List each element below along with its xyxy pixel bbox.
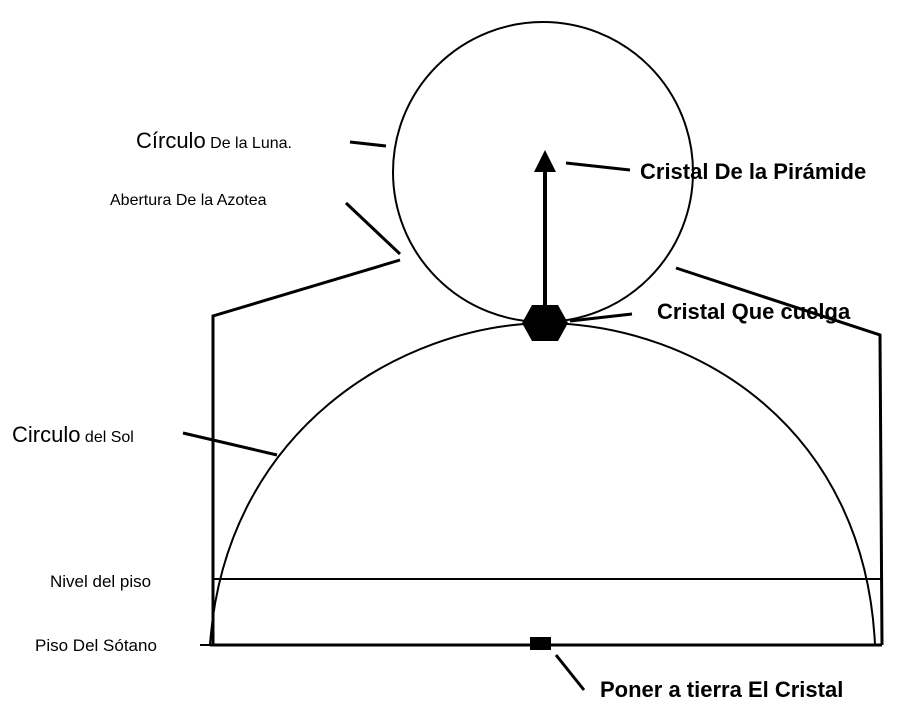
- roof-opening-label: Abertura De la Azotea: [110, 192, 267, 209]
- hanging-crystal-label: Cristal Que cuelga: [657, 299, 851, 324]
- leader-moon-circle: [349, 140, 387, 148]
- floor-level-label: Nivel del piso: [50, 572, 152, 591]
- pyramid-crystal-label: Cristal De la Pirámide: [640, 159, 867, 184]
- leader-ground-crystal: [554, 654, 586, 691]
- pyramid-crystal-shape: [534, 150, 556, 172]
- leader-pyramid-crystal: [565, 161, 631, 172]
- sun-circle-label-main: Circulo: [12, 422, 81, 447]
- basement-floor-label: Piso Del Sótano: [35, 636, 157, 655]
- leader-roof-opening: [344, 201, 402, 256]
- leader-sun-circle: [182, 431, 278, 457]
- hanging-crystal-shape: [522, 305, 568, 341]
- sun-circle-label-rest: del Sol: [80, 429, 134, 446]
- moon-circle-label-main: Círculo: [136, 128, 206, 153]
- sun-circle: [209, 321, 876, 646]
- ground-crystal-label: Poner a tierra El Cristal: [600, 677, 844, 702]
- ground-crystal-shape: [530, 637, 551, 650]
- sun-circle-label: Circulo del Sol: [12, 424, 134, 446]
- leader-hanging-crystal: [569, 312, 633, 323]
- building-right-wall: [675, 266, 884, 646]
- moon-circle-label: Círculo De la Luna.: [136, 130, 292, 152]
- building-left-wall: [211, 258, 401, 645]
- moon-circle-label-rest: De la Luna.: [205, 135, 292, 152]
